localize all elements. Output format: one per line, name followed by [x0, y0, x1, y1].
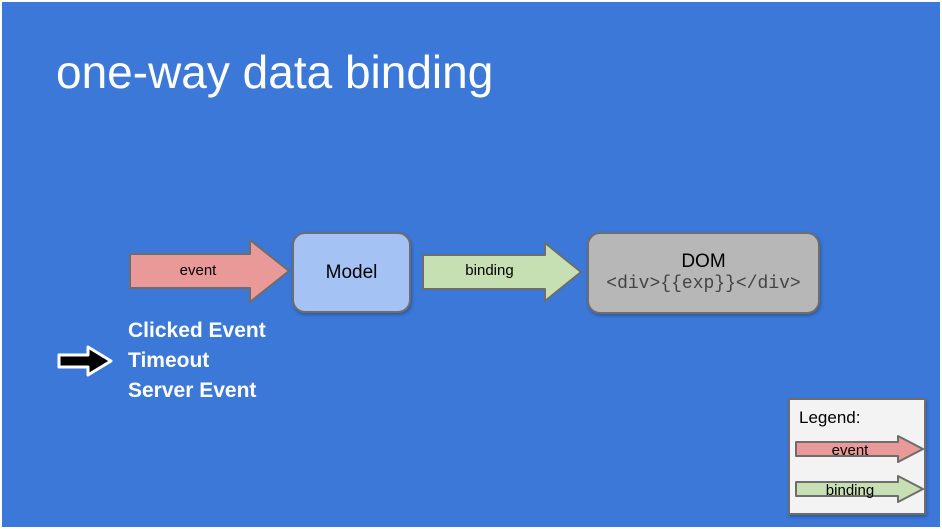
model-node-label: Model: [325, 261, 378, 283]
list-item: Clicked Event: [128, 319, 266, 342]
legend-event-arrow-shape: [795, 435, 924, 463]
legend-title: Legend:: [799, 408, 861, 427]
list-item: Timeout: [128, 349, 210, 373]
event-arrow-shape: [129, 239, 290, 303]
right-arrow-icon: [57, 345, 113, 377]
binding-arrow-label: binding: [465, 262, 514, 279]
model-node: Model: [292, 232, 411, 313]
list-item: Server Event: [128, 379, 257, 403]
legend-panel: Legend: event binding: [788, 398, 926, 515]
legend-binding-arrow-shape: [795, 475, 924, 503]
event-arrow-label: event: [179, 262, 217, 279]
source-events-list: Clicked Event Timeout Server Event: [128, 316, 266, 407]
legend-binding-label: binding: [825, 482, 875, 499]
dom-node: DOM <div>{{exp}}</div>: [587, 232, 820, 314]
dom-node-code: <div>{{exp}}</div>: [606, 273, 801, 294]
legend-event-label: event: [831, 442, 869, 459]
dom-node-label: DOM: [681, 250, 726, 272]
page-title: one-way data binding: [56, 46, 494, 98]
binding-arrow-shape: [422, 242, 582, 302]
